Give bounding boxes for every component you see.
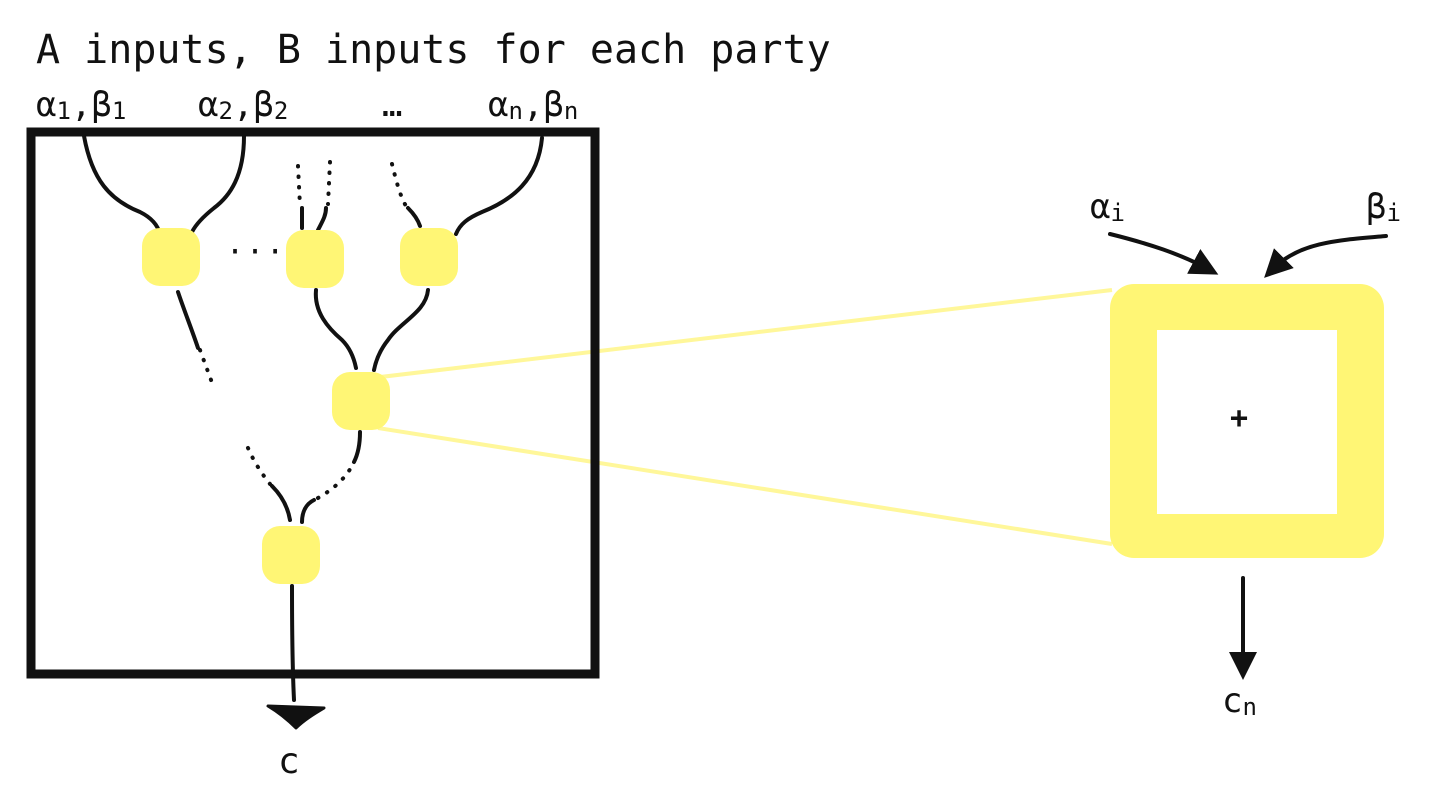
wire-gate3-to-middle [372,288,430,372]
zoom-input-alpha-sym: α [1090,187,1111,227]
wire-gate3-in [406,206,422,228]
wire-alpha1 [82,134,162,236]
gate-2 [286,230,344,288]
wire-gate1-out [176,290,200,350]
zoom-line-top [371,288,1113,380]
wire-beta2 [190,134,246,234]
input-alpha-1: α [36,85,57,125]
output-arrowhead [266,704,326,730]
zoom-line-bottom [377,426,1113,546]
zoom-output-label: cn [1222,684,1257,719]
zoom-input-beta-sub: i [1386,199,1401,227]
input-alpha-n: α [488,85,509,125]
diagram-title: A inputs, B inputs for each party [36,27,831,73]
zoom-output-sub: n [1242,693,1257,721]
zoom-operation: + [1230,401,1249,436]
input-beta-2-sub: 2 [273,97,289,125]
zoom-input-beta: βi [1366,190,1401,225]
input-beta-n-sub: n [563,97,579,125]
wire-gate2-to-middle [313,288,358,370]
input-beta-1-sub: 1 [111,97,127,125]
dots-gate1-out [198,348,216,390]
input-beta-1: β [91,85,112,125]
wire-middle-out [352,430,362,464]
wire-bottom-left-in [270,484,292,522]
gate-bottom [262,526,320,584]
zoom-gate-inner [1157,330,1337,514]
input-ellipsis: … [382,85,403,125]
input-alpha-1-sub: 1 [56,97,71,125]
input-beta-n: β [543,85,564,125]
wire-output [290,584,296,702]
input-beta-2: β [253,85,274,125]
dots-bottom-right [316,464,354,500]
input-alpha-2-sub: 2 [218,97,233,125]
input-pair-2: α2,β2 [198,85,289,125]
dots-bottom-left [246,446,272,486]
dots-gate2-left [296,164,302,208]
circuit-box [26,127,600,679]
input-pair-n: αn,βn [488,85,579,125]
zoom-input-alpha: αi [1090,190,1125,225]
gate-ellipsis: ··· [226,235,287,270]
input-alpha-2: α [198,85,219,125]
zoom-alpha-arrow [1108,232,1219,275]
zoom-input-beta-sym: β [1366,187,1387,227]
dots-gate2-right [326,160,332,206]
circuit-output-label: c [278,741,300,782]
gate-middle [332,372,390,430]
wire-bottom-right-in [300,498,316,524]
wire-gate2-right-in [316,206,328,232]
input-alpha-n-sub: n [508,97,523,125]
zoom-output-sym: c [1222,681,1243,721]
zoom-input-alpha-sub: i [1110,199,1125,227]
gate-1 [142,228,200,286]
gate-3 [400,228,458,286]
dots-gate3 [390,162,408,208]
wire-betan [454,136,544,236]
zoom-beta-arrow [1264,234,1388,278]
input-pair-1: α1,β1 [36,85,127,125]
